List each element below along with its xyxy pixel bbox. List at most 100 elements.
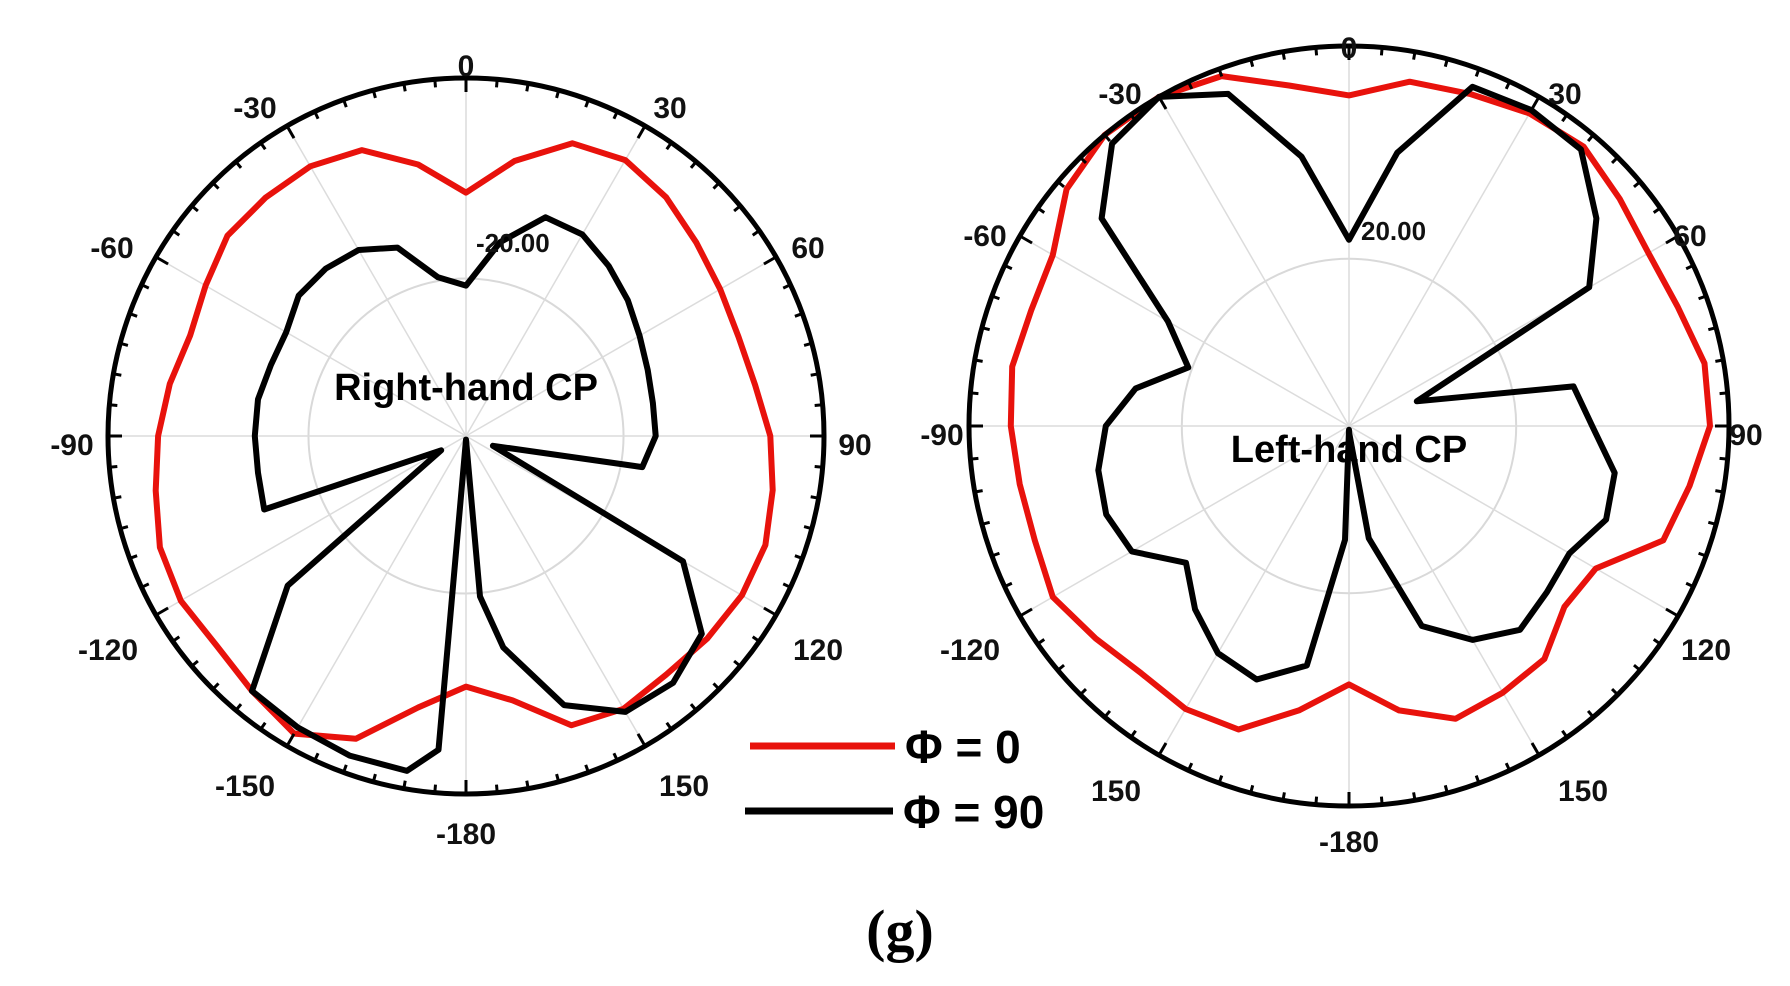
right-hand-cp-tick-25 — [612, 110, 619, 120]
left-hand-cp-tick-210 — [1157, 742, 1168, 756]
right-hand-cp-tick-55 — [751, 229, 761, 237]
left-hand-cp-tick-65 — [1685, 264, 1695, 271]
left-hand-cp-tick-220 — [1103, 710, 1112, 719]
right-hand-cp-tick-75 — [803, 341, 813, 347]
left-hand-cp-tick-225 — [1079, 687, 1088, 696]
right-hand-cp-tick-345 — [371, 89, 377, 99]
left-hand-cp-grid-spoke-300 — [1019, 235, 1350, 427]
right-hand-cp-tick-280 — [113, 372, 122, 377]
right-hand-cp-tick-275 — [109, 403, 118, 407]
right-hand-cp-angle-label-0: 0 — [458, 50, 475, 83]
left-hand-cp-tick-170 — [1412, 792, 1417, 801]
right-hand-cp-angle-label-90: 90 — [838, 429, 871, 462]
right-hand-cp-tick-160 — [584, 764, 590, 773]
right-hand-cp-tick-205 — [313, 752, 320, 762]
figure-caption: (g) — [866, 898, 934, 963]
right-hand-cp-tick-15 — [555, 89, 561, 99]
left-hand-cp-tick-245 — [1003, 581, 1013, 588]
right-hand-cp-tick-175 — [495, 784, 499, 793]
right-hand-cp-tick-115 — [782, 582, 792, 589]
right-hand-cp-tick-100 — [810, 495, 819, 500]
right-hand-cp-tick-265 — [109, 465, 118, 469]
right-hand-cp-tick-125 — [751, 635, 761, 643]
left-hand-cp-tick-155 — [1504, 762, 1511, 772]
left-hand-cp-grid-spoke-120 — [1348, 425, 1679, 617]
right-hand-cp-angle-label-150: 150 — [659, 770, 709, 803]
left-hand-cp-tick-230 — [1056, 663, 1065, 672]
right-hand-cp-tick-150 — [636, 733, 647, 747]
right-hand-cp-tick-170 — [525, 780, 530, 789]
right-hand-cp-angle-label-90: -90 — [50, 429, 93, 462]
right-hand-cp-grid-spoke-210 — [286, 435, 467, 747]
left-hand-cp-tick-80 — [1715, 358, 1724, 363]
left-hand-cp-tick-130 — [1633, 663, 1642, 672]
left-hand-cp-series-0 — [1007, 73, 1713, 733]
left-hand-cp-angle-label-60: 60 — [1673, 220, 1706, 253]
right-hand-cp-tick-35 — [665, 141, 673, 151]
right-hand-cp-series-0 — [152, 140, 776, 742]
right-hand-cp-tick-255 — [119, 525, 129, 531]
right-hand-cp-tick-45 — [712, 181, 721, 190]
right-hand-cp-tick-165 — [555, 773, 561, 783]
right-hand-cp-tick-295 — [140, 283, 150, 290]
right-hand-cp-tick-30 — [636, 125, 647, 139]
left-hand-cp-tick-290 — [991, 294, 1000, 301]
right-hand-cp-tick-5 — [495, 79, 499, 88]
left-hand-cp-angle-label-120: -120 — [940, 634, 1000, 667]
left-hand-cp-ring-label: 20.00 — [1361, 216, 1426, 246]
left-hand-cp-tick-25 — [1504, 80, 1511, 90]
left-hand-cp-tick-50 — [1633, 180, 1642, 189]
legend: Φ = 0 Φ = 90 — [745, 721, 1044, 838]
right-hand-cp-tick-70 — [794, 312, 803, 318]
left-hand-cp-tick-275 — [970, 391, 979, 396]
left-hand-cp-annotation: Left-hand CP — [1231, 429, 1467, 471]
left-hand-cp-tick-60 — [1665, 234, 1679, 245]
left-hand-cp-tick-165 — [1443, 784, 1449, 794]
right-hand-cp-tick-245 — [140, 582, 150, 589]
right-hand-cp-grid-spoke-60 — [465, 256, 777, 437]
right-hand-cp-tick-50 — [733, 204, 742, 213]
right-hand-cp-tick-230 — [190, 659, 199, 668]
right-hand-cp-tick-320 — [234, 160, 243, 169]
left-hand-cp-tick-115 — [1685, 581, 1695, 588]
left-hand-cp-tick-295 — [1003, 264, 1013, 271]
left-hand-cp-tick-160 — [1474, 775, 1481, 784]
right-hand-cp-tick-235 — [171, 635, 181, 643]
right-hand-cp-tick-250 — [129, 554, 138, 560]
right-hand-cp-tick-60 — [763, 255, 777, 266]
left-hand-cp-tick-10 — [1412, 51, 1417, 60]
right-hand-cp-tick-145 — [665, 721, 673, 731]
left-hand-cp-tick-120 — [1665, 607, 1679, 618]
left-hand-cp-tick-215 — [1129, 729, 1137, 739]
left-hand-cp-tick-55 — [1652, 206, 1662, 214]
left-hand-cp-tick-335 — [1187, 80, 1194, 90]
left-hand-cp-tick-100 — [1715, 489, 1724, 494]
left-hand-cp-angle-label-150: 150 — [1091, 775, 1141, 808]
right-hand-cp-angle-label-150: -150 — [215, 770, 275, 803]
right-hand-cp-tick-65 — [782, 283, 792, 290]
left-hand-cp-tick-235 — [1036, 638, 1046, 646]
left-hand-cp-tick-145 — [1561, 729, 1569, 739]
left-hand-cp-tick-45 — [1610, 156, 1619, 165]
right-hand-cp-tick-140 — [689, 703, 698, 712]
left-hand-cp-tick-260 — [974, 489, 983, 494]
right-hand-cp-angle-label-30: -30 — [233, 92, 276, 125]
right-hand-cp-angle-label-120: -120 — [78, 634, 138, 667]
right-hand-cp-tick-155 — [612, 752, 619, 762]
polar-plot-left-hand-cp: 0306090120150-180150-120-90-60-3020.00Le… — [920, 32, 1762, 859]
left-hand-cp-tick-140 — [1586, 710, 1595, 719]
right-hand-cp-grid-spoke-150 — [465, 435, 646, 747]
left-hand-cp-tick-105 — [1707, 520, 1717, 526]
left-hand-cp-tick-300 — [1019, 234, 1033, 245]
right-hand-cp-tick-350 — [402, 83, 407, 92]
right-hand-cp-series-90 — [249, 214, 705, 774]
right-hand-cp-tick-195 — [371, 773, 377, 783]
left-hand-cp-tick-40 — [1586, 133, 1595, 142]
left-hand-cp-tick-285 — [981, 326, 991, 332]
left-hand-cp-angle-label-120: 120 — [1681, 634, 1731, 667]
left-hand-cp-tick-355 — [1314, 47, 1319, 56]
left-hand-cp-tick-30 — [1530, 96, 1541, 110]
left-hand-cp-tick-75 — [1707, 326, 1717, 332]
left-hand-cp-tick-305 — [1036, 206, 1046, 214]
right-hand-cp-tick-260 — [113, 495, 122, 500]
